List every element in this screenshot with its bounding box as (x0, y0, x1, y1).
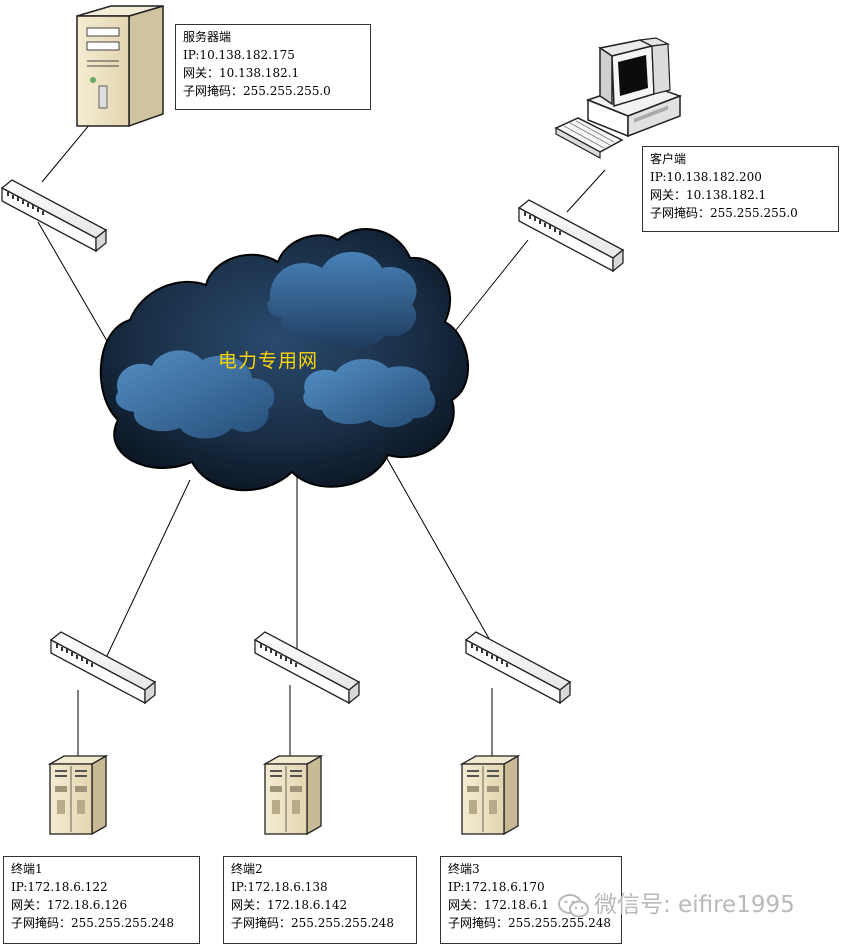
terminal3-title: 终端3 (448, 862, 480, 876)
switch-terminal3 (465, 631, 571, 704)
link-switch-cloud-client (447, 239, 529, 341)
terminal1-info-box: 终端1 IP:172.18.6.122 网关：172.18.6.126 子网掩码… (3, 856, 200, 944)
cloud-puff-top (267, 251, 417, 348)
cloud-puff-left (115, 350, 275, 439)
terminal2-server-icon (264, 755, 322, 835)
terminal3-mask: 子网掩码：255.255.255.248 (448, 916, 612, 930)
switch-server (1, 179, 107, 252)
client-computer-icon (554, 37, 683, 160)
connection-lines (37, 111, 606, 762)
terminal2-title: 终端2 (231, 862, 263, 876)
cloud-label: 电力专用网 (218, 350, 319, 372)
watermark-text: 微信号: eifire1995 (594, 892, 795, 918)
cloud-puff-right (303, 359, 436, 428)
server-mask: 子网掩码：255.255.255.0 (183, 84, 331, 98)
client-title: 客户端 (650, 152, 687, 166)
client-mask: 子网掩码：255.255.255.0 (650, 206, 798, 220)
switch-terminal1 (50, 631, 156, 704)
link-client-switch (566, 169, 606, 213)
client-info-box: 客户端 IP:10.138.182.200 网关：10.138.182.1 子网… (642, 146, 839, 232)
terminal2-info-box: 终端2 IP:172.18.6.138 网关：172.18.6.142 子网掩码… (223, 856, 417, 944)
terminal3-ip: IP:172.18.6.170 (448, 880, 545, 894)
client-gateway: 网关：10.138.182.1 (650, 188, 767, 202)
wechat-icon (558, 893, 589, 917)
terminal2-mask: 子网掩码：255.255.255.248 (231, 916, 395, 930)
link-cloud-switch1 (104, 479, 191, 661)
server-title: 服务器端 (183, 30, 232, 44)
watermark: 微信号: eifire1995 (558, 885, 795, 919)
server-gateway: 网关：10.138.182.1 (183, 66, 300, 80)
terminal3-server-icon (461, 755, 519, 835)
terminal2-gateway: 网关：172.18.6.142 (231, 898, 348, 912)
terminal1-mask: 子网掩码：255.255.255.248 (11, 916, 175, 930)
terminal1-title: 终端1 (11, 862, 43, 876)
terminal2-ip: IP:172.18.6.138 (231, 880, 328, 894)
switch-client (518, 199, 624, 272)
server-icon (76, 4, 164, 128)
switch-terminal2 (254, 631, 360, 704)
server-ip: IP:10.138.182.175 (183, 48, 295, 62)
terminal1-gateway: 网关：172.18.6.126 (11, 898, 128, 912)
link-cloud-switch3 (384, 454, 501, 659)
client-ip: IP:10.138.182.200 (650, 170, 762, 184)
network-cloud (99, 228, 469, 492)
server-info-box: 服务器端 IP:10.138.182.175 网关：10.138.182.1 子… (175, 24, 371, 110)
terminal3-gateway: 网关：172.18.6.1 (448, 898, 549, 912)
terminal1-ip: IP:172.18.6.122 (11, 880, 108, 894)
terminal1-server-icon (49, 755, 107, 835)
link-switch-cloud-server (37, 221, 119, 361)
terminal3-info-box: 终端3 IP:172.18.6.170 网关：172.18.6.1 子网掩码：2… (440, 856, 622, 944)
